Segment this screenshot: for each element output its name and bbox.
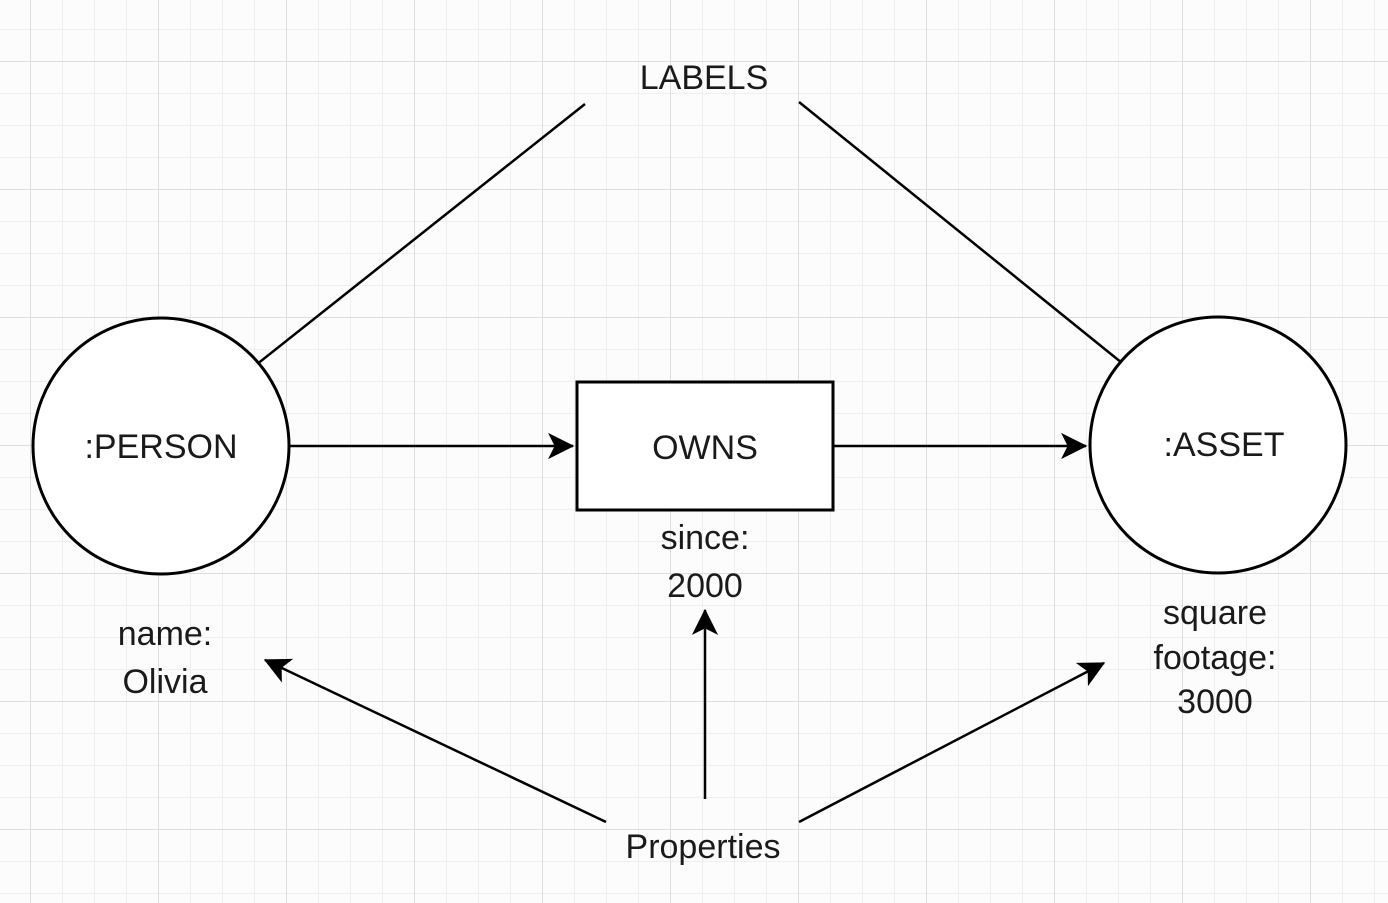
owns-relationship-label: OWNS [652,429,758,467]
asset-property-line2[interactable]: footage: [1154,639,1277,677]
labels-to-person-arrow[interactable] [201,103,586,408]
asset-property-line3[interactable]: 3000 [1177,683,1253,721]
person-node-label: :PERSON [84,428,237,466]
owns-relationship-box[interactable] [575,380,835,512]
person-node-circle[interactable] [31,316,291,576]
properties-annotation-title[interactable]: Properties [626,828,781,866]
asset-node-label: :ASSET [1164,426,1285,464]
asset-property-line1[interactable]: square [1163,594,1267,632]
properties-to-person-property-arrow[interactable] [263,658,607,824]
relationship-property-line1[interactable]: since: [661,519,750,557]
properties-to-asset-property-arrow[interactable] [798,661,1106,824]
labels-to-asset-arrow[interactable] [798,101,1176,406]
person-property-line2[interactable]: Olivia [122,663,207,701]
asset-node-circle[interactable] [1088,315,1348,575]
person-property-line1[interactable]: name: [118,615,213,653]
labels-annotation-title[interactable]: LABELS [640,59,769,97]
relationship-property-line2[interactable]: 2000 [667,567,743,605]
